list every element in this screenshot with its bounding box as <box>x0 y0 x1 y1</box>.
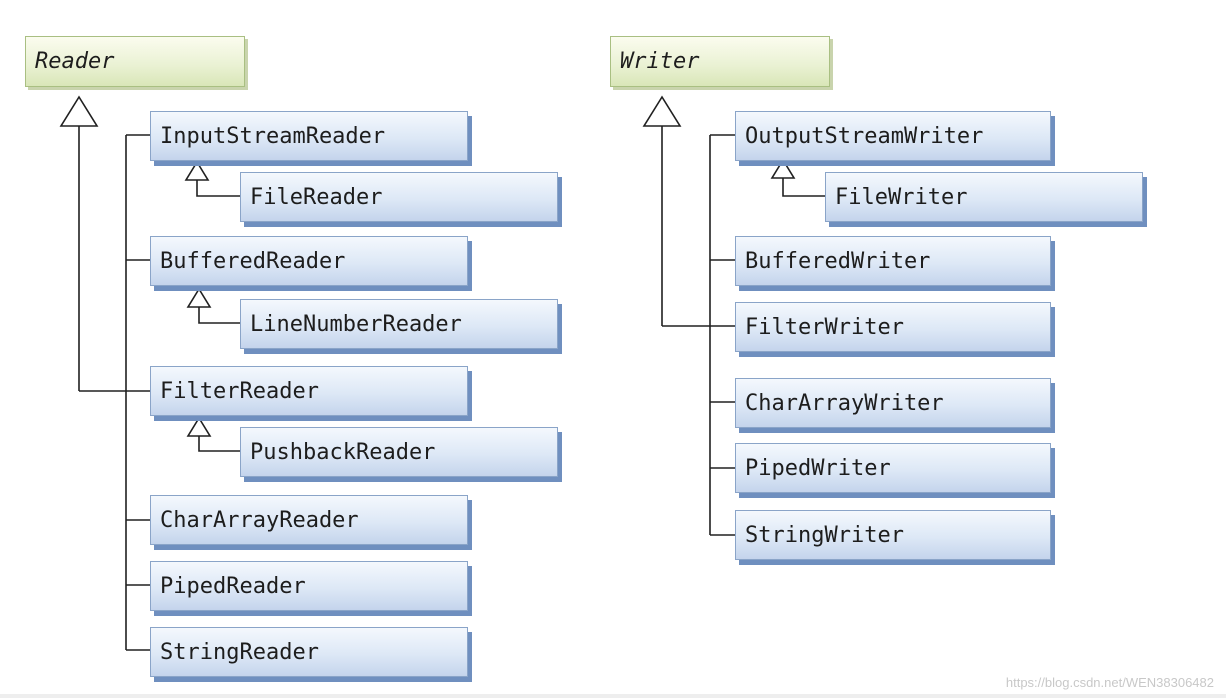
watermark: https://blog.csdn.net/WEN38306482 <box>1005 675 1214 690</box>
class-output-stream-writer: OutputStreamWriter <box>735 111 1051 161</box>
class-file-writer: FileWriter <box>825 172 1143 222</box>
writer-root-class: Writer <box>610 36 830 87</box>
class-piped-writer: PipedWriter <box>735 443 1051 493</box>
writer-inheritance-arrow <box>642 95 682 127</box>
class-input-stream-reader: InputStreamReader <box>150 111 468 161</box>
class-file-reader: FileReader <box>240 172 558 222</box>
class-piped-reader: PipedReader <box>150 561 468 611</box>
class-line-number-reader: LineNumberReader <box>240 299 558 349</box>
bottom-border <box>0 694 1226 698</box>
pushbackreader-inheritance-arrow <box>186 416 212 437</box>
filewriter-inheritance-arrow <box>770 158 796 179</box>
class-filter-reader: FilterReader <box>150 366 468 416</box>
reader-inheritance-arrow <box>59 95 99 127</box>
class-char-array-reader: CharArrayReader <box>150 495 468 545</box>
class-string-writer: StringWriter <box>735 510 1051 560</box>
filereader-inheritance-arrow <box>184 160 210 181</box>
class-string-reader: StringReader <box>150 627 468 677</box>
class-pushback-reader: PushbackReader <box>240 427 558 477</box>
class-buffered-reader: BufferedReader <box>150 236 468 286</box>
class-filter-writer: FilterWriter <box>735 302 1051 352</box>
class-buffered-writer: BufferedWriter <box>735 236 1051 286</box>
linenumberreader-inheritance-arrow <box>186 287 212 308</box>
class-char-array-writer: CharArrayWriter <box>735 378 1051 428</box>
reader-root-class: Reader <box>25 36 245 87</box>
